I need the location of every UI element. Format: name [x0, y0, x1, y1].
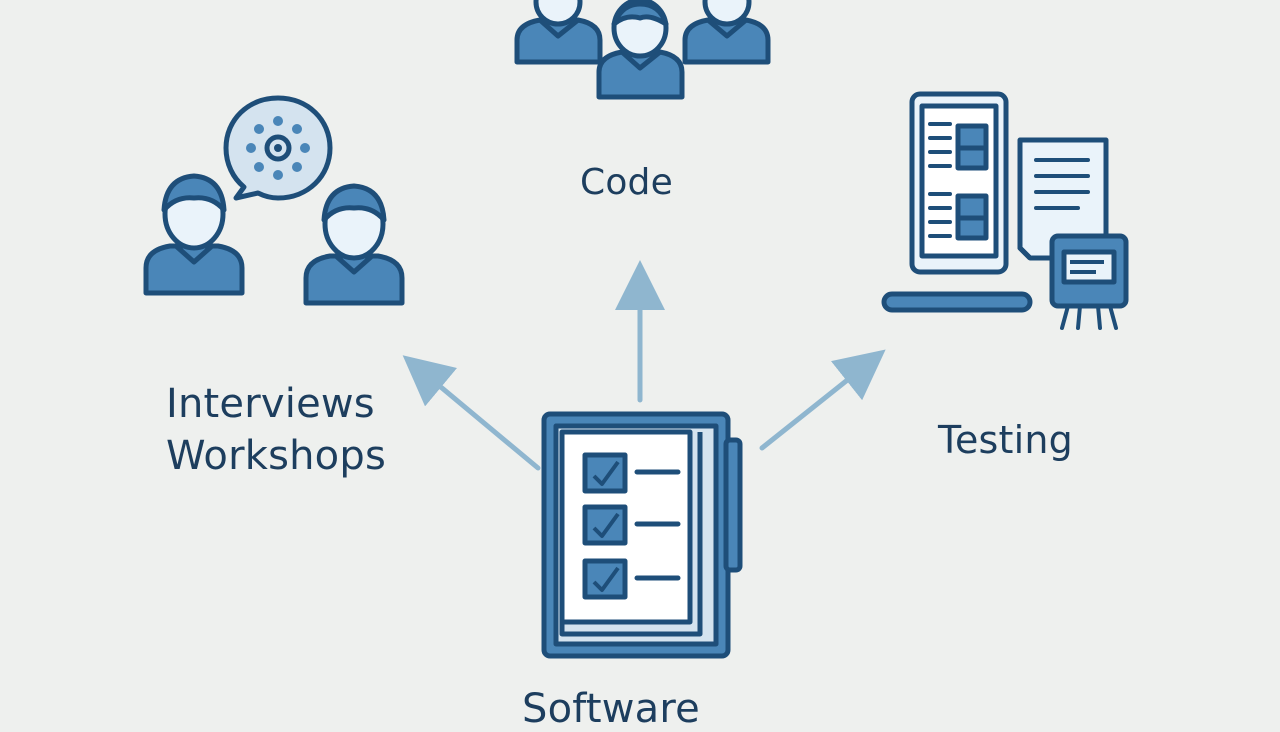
team-icon: [514, 0, 771, 100]
label-testing: Testing: [938, 418, 1073, 462]
devices-icon: [881, 91, 1129, 330]
label-workshops: Workshops: [166, 433, 386, 479]
checklist-icon: [541, 411, 743, 659]
discussion-icon: [143, 95, 405, 306]
label-interviews: Interviews: [166, 381, 375, 427]
arrow-to-testing: [759, 349, 886, 451]
label-code: Code: [580, 162, 673, 203]
checklist-items: [582, 452, 681, 600]
arrow-to-interviews: [402, 355, 541, 471]
label-interviews-workshops: Interviews Workshops: [166, 378, 386, 482]
label-software: Software: [522, 686, 700, 732]
connector-arrows: [402, 260, 886, 471]
